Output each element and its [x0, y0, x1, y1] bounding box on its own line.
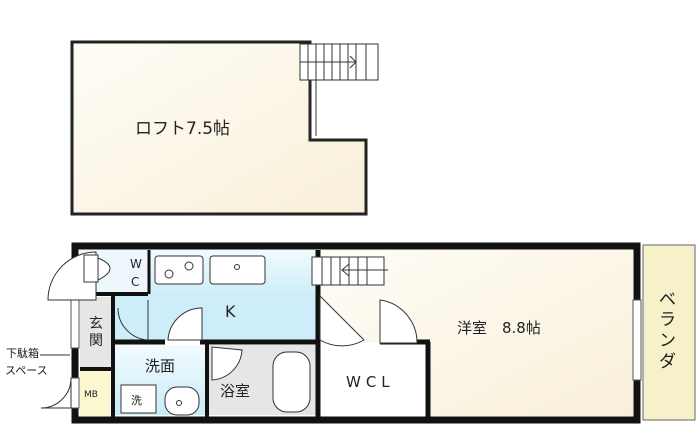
bathroom-label: 浴室 — [220, 382, 250, 400]
entrance-label-2: 関 — [89, 333, 103, 349]
stove-icon — [154, 255, 204, 285]
balcony-char: ラ — [659, 310, 676, 330]
main-stairs — [311, 256, 388, 286]
kitchen-label: K — [225, 302, 236, 321]
toilet-icon — [83, 254, 99, 283]
shoebox-label-2: スペース — [5, 364, 48, 377]
washer-label: 洗 — [131, 394, 142, 407]
entrance — [80, 297, 113, 367]
mb-closet — [80, 371, 110, 416]
wc-label-w: W — [130, 257, 142, 271]
wcl-room — [320, 343, 427, 416]
sink-icon — [209, 255, 266, 285]
balcony-char: ベ — [659, 290, 676, 310]
loft-label: ロフト7.5帖 — [135, 119, 230, 139]
entrance-label-1: 玄 — [89, 315, 103, 332]
wc-label-c: C — [131, 275, 139, 289]
washer-icon — [120, 384, 157, 414]
shoebox-label-1: 下駄箱 — [6, 346, 39, 360]
balcony-char: ダ — [659, 352, 676, 372]
balcony — [642, 244, 696, 421]
balcony-label: ベ ラ ン ダ — [659, 290, 676, 372]
bathtub-icon — [272, 351, 311, 413]
loft: ロフト7.5帖 — [70, 40, 379, 216]
loft-stairs — [300, 44, 367, 80]
balcony-char: ン — [659, 331, 676, 351]
washbasin-icon — [164, 386, 200, 416]
wcl-label: WCL — [346, 373, 395, 391]
fixtures — [83, 254, 311, 416]
western-room-label: 洋室 8.8帖 — [457, 319, 541, 337]
washroom-label: 洗面 — [145, 357, 175, 375]
mb-label: MB — [84, 390, 98, 400]
